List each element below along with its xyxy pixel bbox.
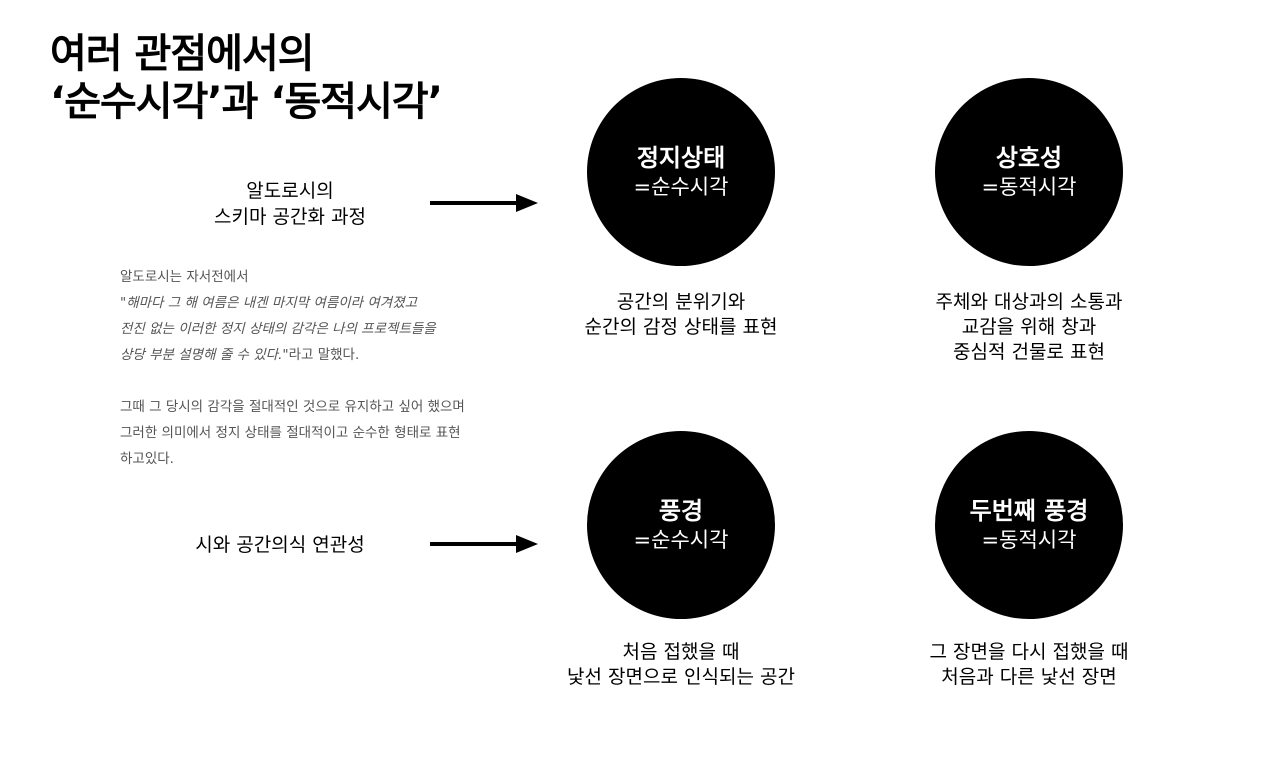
circle-reciprocity: 상호성 =동적시각 (935, 78, 1123, 266)
circle-title: 풍경 (658, 497, 704, 525)
row-label-line: 알도로시의 (246, 180, 334, 202)
note-quote-tail: 라고 말했다. (288, 347, 360, 363)
circle-subtitle: =동적시각 (981, 175, 1077, 199)
note-paragraph-line: 하고있다. (120, 451, 174, 467)
note-quote-line: "해마다 그 해 여름은 내겐 마지막 여름이라 여겨졌고 (120, 295, 418, 311)
note-intro: 알도로시는 자서전에서 (120, 269, 249, 285)
right-arrow-icon (430, 194, 538, 212)
circle-stillness: 정지상태 =순수시각 (587, 78, 775, 266)
description-line: 처음 접했을 때 (622, 641, 740, 663)
note-quote-line: 전진 없는 이러한 정지 상태의 감각은 나의 프로젝트들을 (120, 321, 436, 337)
page-title-line-1: 여러 관점에서의 (50, 31, 315, 77)
row-label-schema: 알도로시의 스키마 공간화 과정 (190, 178, 390, 230)
circle-subtitle: =동적시각 (981, 528, 1077, 552)
circle-second-landscape: 두번째 풍경 =동적시각 (935, 431, 1123, 619)
note-quote-line: 상당 부분 설명해 줄 수 있다." (120, 347, 289, 363)
description-line: 공간의 분위기와 (616, 291, 746, 313)
right-arrow-icon (430, 535, 538, 553)
description-note: 알도로시는 자서전에서 "해마다 그 해 여름은 내겐 마지막 여름이라 여겨졌… (120, 264, 540, 472)
page-title-line-2: ‘순수시각’과 ‘동적시각’ (50, 79, 443, 125)
description-line: 낯선 장면으로 인식되는 공간 (567, 666, 795, 688)
page-title: 여러 관점에서의 ‘순수시각’과 ‘동적시각’ (50, 30, 443, 126)
row-label-line: 시와 공간의식 연관성 (195, 534, 365, 556)
circle-description: 처음 접했을 때 낯선 장면으로 인식되는 공간 (531, 640, 831, 690)
circle-title: 정지상태 (636, 144, 726, 172)
row-label-line: 스키마 공간화 과정 (214, 206, 366, 228)
description-line: 주체와 대상과의 소통과 (935, 291, 1123, 313)
note-paragraph-line: 그러한 의미에서 정지 상태를 절대적이고 순수한 형태로 표현 (120, 425, 461, 441)
circle-subtitle: =순수시각 (633, 528, 729, 552)
circle-title: 두번째 풍경 (969, 497, 1089, 525)
note-paragraph-line: 그때 그 당시의 감각을 절대적인 것으로 유지하고 싶어 했으며 (120, 399, 465, 415)
description-line: 처음과 다른 낯선 장면 (941, 666, 1117, 688)
circle-landscape: 풍경 =순수시각 (587, 431, 775, 619)
circle-description: 공간의 분위기와 순간의 감정 상태를 표현 (531, 290, 831, 340)
description-line: 순간의 감정 상태를 표현 (584, 316, 778, 338)
description-line: 그 장면을 다시 접했을 때 (929, 641, 1129, 663)
circle-description: 주체와 대상과의 소통과 교감을 위해 창과 중심적 건물로 표현 (879, 290, 1179, 365)
circle-subtitle: =순수시각 (633, 175, 729, 199)
description-line: 중심적 건물로 표현 (953, 341, 1105, 363)
circle-title: 상호성 (995, 144, 1063, 172)
circle-description: 그 장면을 다시 접했을 때 처음과 다른 낯선 장면 (879, 640, 1179, 690)
description-line: 교감을 위해 창과 (961, 316, 1097, 338)
row-label-poetry: 시와 공간의식 연관성 (170, 532, 390, 558)
